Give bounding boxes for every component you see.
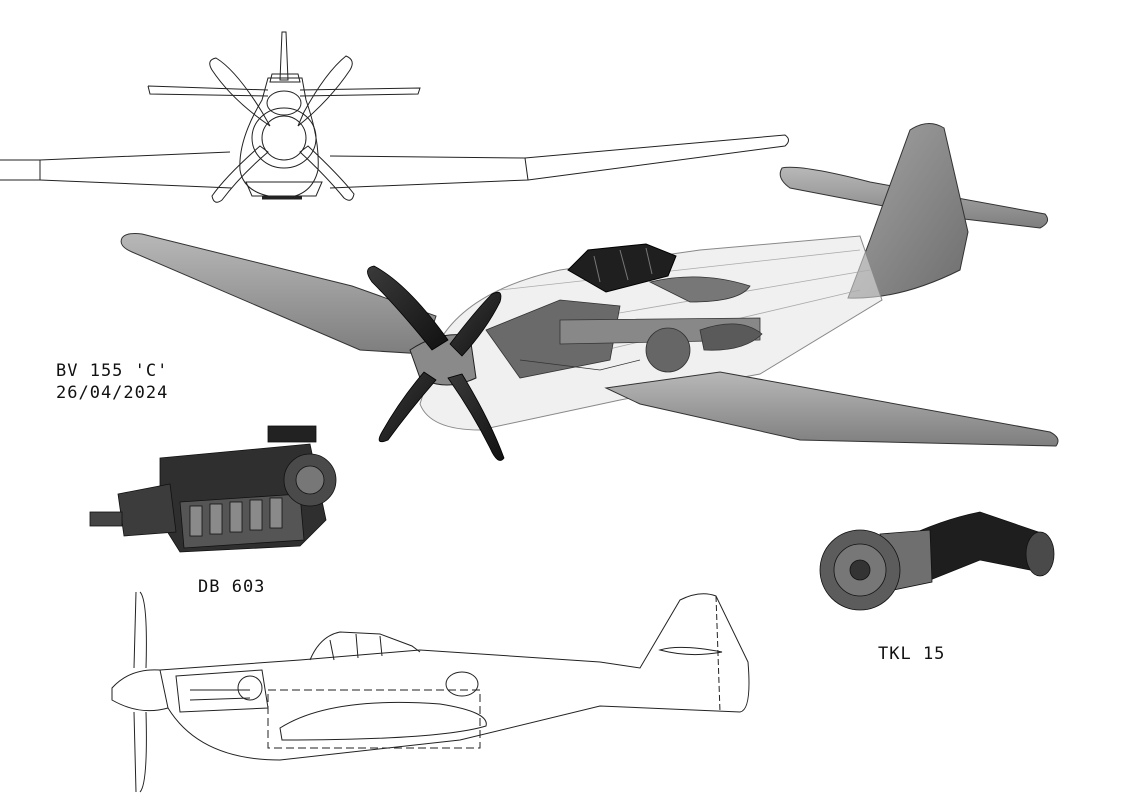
side-view-propeller: [133, 591, 147, 793]
engine-callout: DB 603: [198, 577, 266, 597]
iso-canopy: [567, 243, 677, 293]
front-view-blade-bottom-left: [211, 145, 269, 203]
side-view-engine: [175, 669, 269, 713]
iso-blade-bottom: [447, 373, 505, 461]
iso-blade-right: [449, 291, 502, 357]
front-view-tailplane: [147, 85, 421, 97]
iso-blade-left: [378, 371, 437, 443]
side-view-canopy: [309, 631, 421, 661]
side-view-wing: [279, 701, 487, 741]
drawing-date: 26/04/2024: [56, 383, 169, 403]
front-view-blade-top-left: [209, 57, 271, 127]
aircraft-designation: BV 155 'C': [56, 361, 169, 381]
iso-right-wing: [604, 371, 1059, 447]
side-view-spinner: [111, 669, 169, 712]
iso-internal-engine: [485, 276, 763, 379]
front-view-blade-top-right: [297, 55, 353, 127]
title-block: BV 155 'C' 26/04/2024: [56, 360, 168, 404]
side-view-fuselage: [159, 593, 750, 761]
front-view-right-wing: [329, 134, 789, 189]
front-view-blade-bottom-right: [299, 145, 355, 201]
iso-blade-top: [367, 265, 449, 351]
front-view-fin: [279, 31, 289, 81]
front-view-spinner: [251, 107, 317, 169]
turbocharger-callout: TKL 15: [878, 644, 946, 664]
